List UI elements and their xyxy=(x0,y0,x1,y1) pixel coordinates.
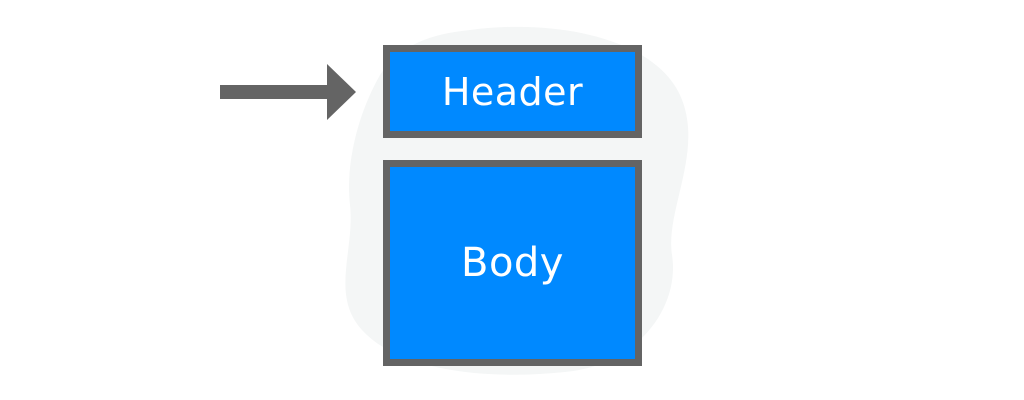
body-box: Body xyxy=(383,160,642,366)
arrow-shaft xyxy=(220,85,332,99)
header-label: Header xyxy=(441,69,584,114)
header-box: Header xyxy=(383,45,642,138)
body-label: Body xyxy=(461,240,564,286)
arrow-head xyxy=(327,64,356,120)
